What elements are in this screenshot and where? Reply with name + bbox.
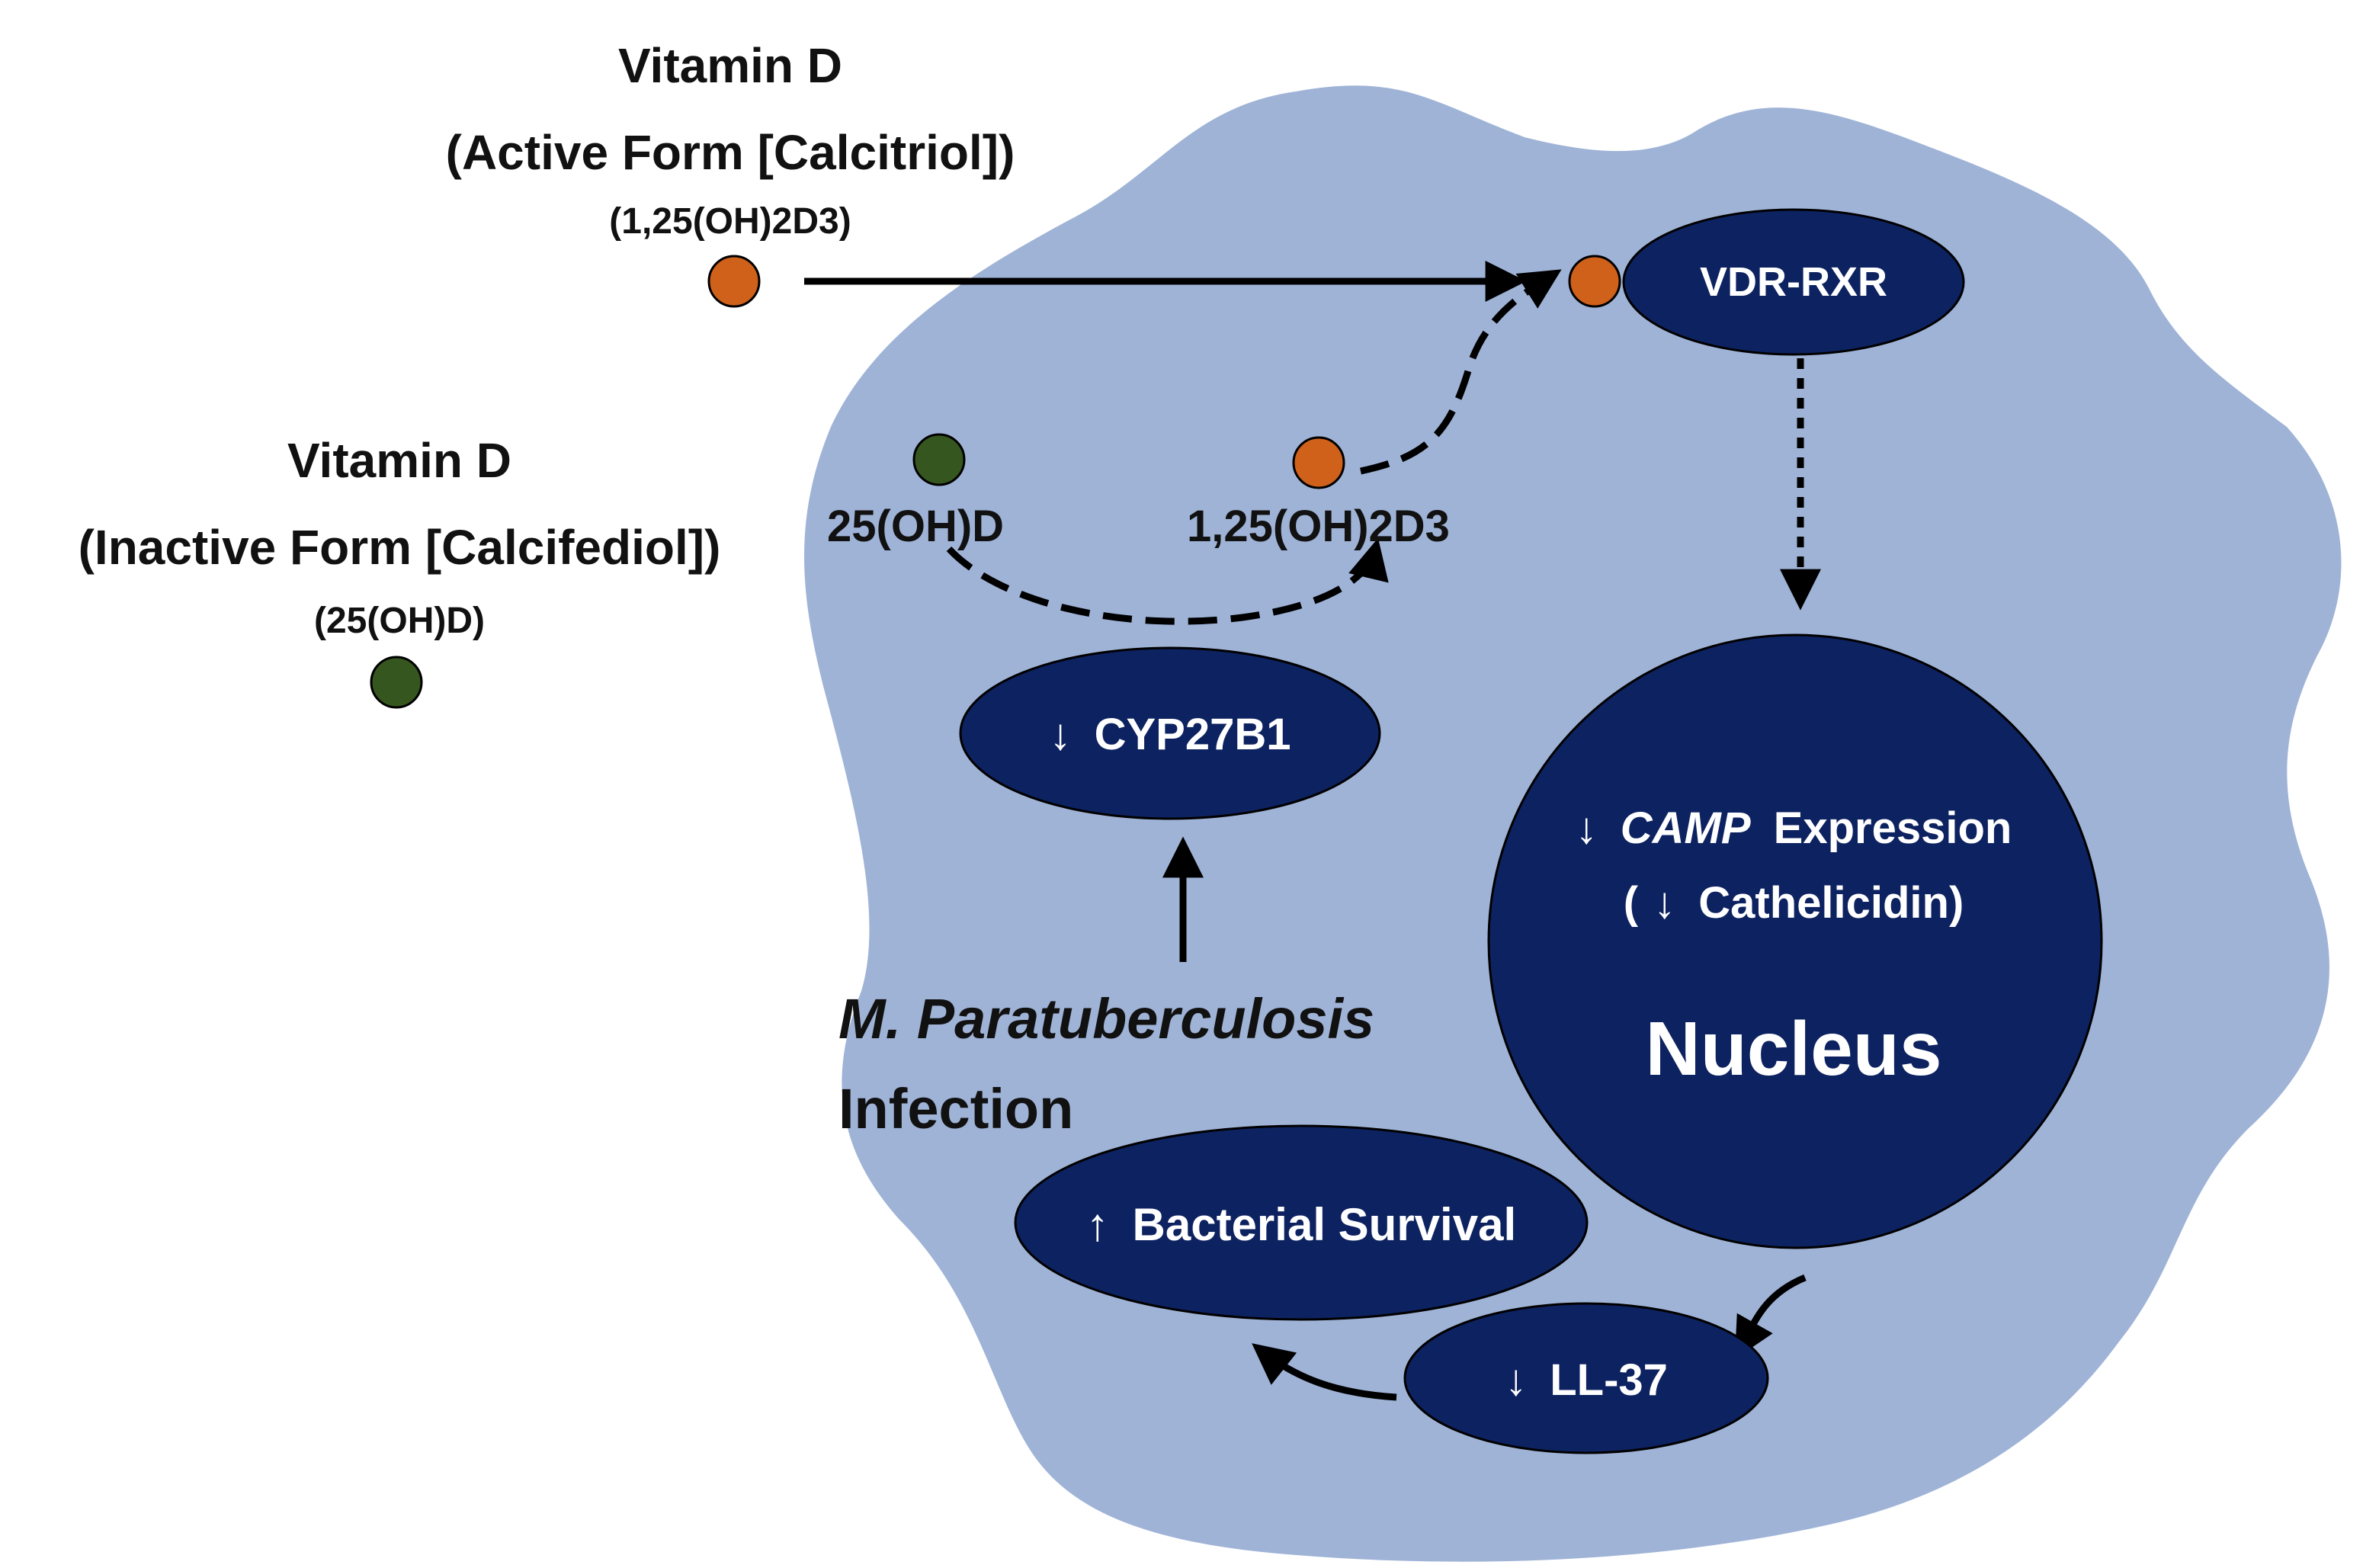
- infection-species-label: M. Paratuberculosis: [838, 987, 1374, 1050]
- ll37-to-survival-arrow: [1252, 1343, 1397, 1401]
- inactive-vitamin-d-subtitle: (Inactive Form [Calcifediol]): [79, 520, 721, 575]
- cyp27b1-label: ↓ CYP27B1: [1049, 710, 1291, 759]
- down-arrow-icon: ↓: [1653, 878, 1675, 928]
- inactive-vitamin-d-title: Vitamin D: [287, 433, 511, 488]
- bacterial-survival-text: Bacterial Survival: [1133, 1199, 1517, 1250]
- infection-word-label: Infection: [838, 1077, 1073, 1140]
- intracellular-25ohd-dot: [912, 433, 966, 486]
- active-vitamin-d-formula: (1,25(OH)2D3): [609, 201, 851, 242]
- active-vitamin-d-subtitle: (Active Form [Calcitriol]): [446, 125, 1015, 180]
- nucleus: [1487, 633, 2103, 1249]
- camp-expression-label: ↓ CAMP Expression: [1576, 803, 2012, 853]
- calcifediol-dot: [370, 656, 423, 709]
- activation-to-receptor-arrow: [1360, 269, 1562, 475]
- ll37-label: ↓ LL-37: [1505, 1355, 1668, 1405]
- receptor-bound-dot: [1568, 255, 1621, 308]
- conversion-arrow: [946, 537, 1389, 625]
- vdr-rxr-node: [1622, 208, 1965, 356]
- up-arrow-icon: ↑: [1086, 1199, 1109, 1250]
- active-vitamin-d-title: Vitamin D: [618, 38, 842, 93]
- down-arrow-icon: ↓: [1049, 710, 1071, 759]
- cyp27b1-node: [959, 646, 1381, 820]
- cathelicidin-label: ( ↓ Cathelicidin): [1624, 878, 1964, 928]
- cathelicidin-open-paren: (: [1624, 878, 1639, 928]
- ll37-text: LL-37: [1550, 1355, 1668, 1405]
- down-arrow-icon: ↓: [1505, 1355, 1527, 1405]
- bacterial-survival-node: [1014, 1124, 1589, 1321]
- cathelicidin-word: Cathelicidin): [1698, 878, 1964, 928]
- intracellular-125-label: 1,25(OH)2D3: [1187, 502, 1450, 551]
- intracellular-25ohd-label: 25(OH)D: [827, 502, 1004, 551]
- bacterial-survival-label: ↑ Bacterial Survival: [1086, 1199, 1516, 1250]
- expression-word: Expression: [1774, 803, 2012, 853]
- inactive-vitamin-d-formula: (25(OH)D): [314, 601, 485, 641]
- cyp27b1-text: CYP27B1: [1095, 710, 1291, 759]
- intracellular-125-dot: [1292, 436, 1345, 489]
- nucleus-title: Nucleus: [1645, 1006, 1941, 1092]
- ll37-node: [1403, 1302, 1769, 1454]
- down-arrow-icon: ↓: [1576, 803, 1598, 853]
- vdr-rxr-label: VDR-RXR: [1700, 259, 1887, 305]
- calcitriol-dot: [707, 255, 761, 308]
- camp-gene-name: CAMP: [1621, 803, 1751, 853]
